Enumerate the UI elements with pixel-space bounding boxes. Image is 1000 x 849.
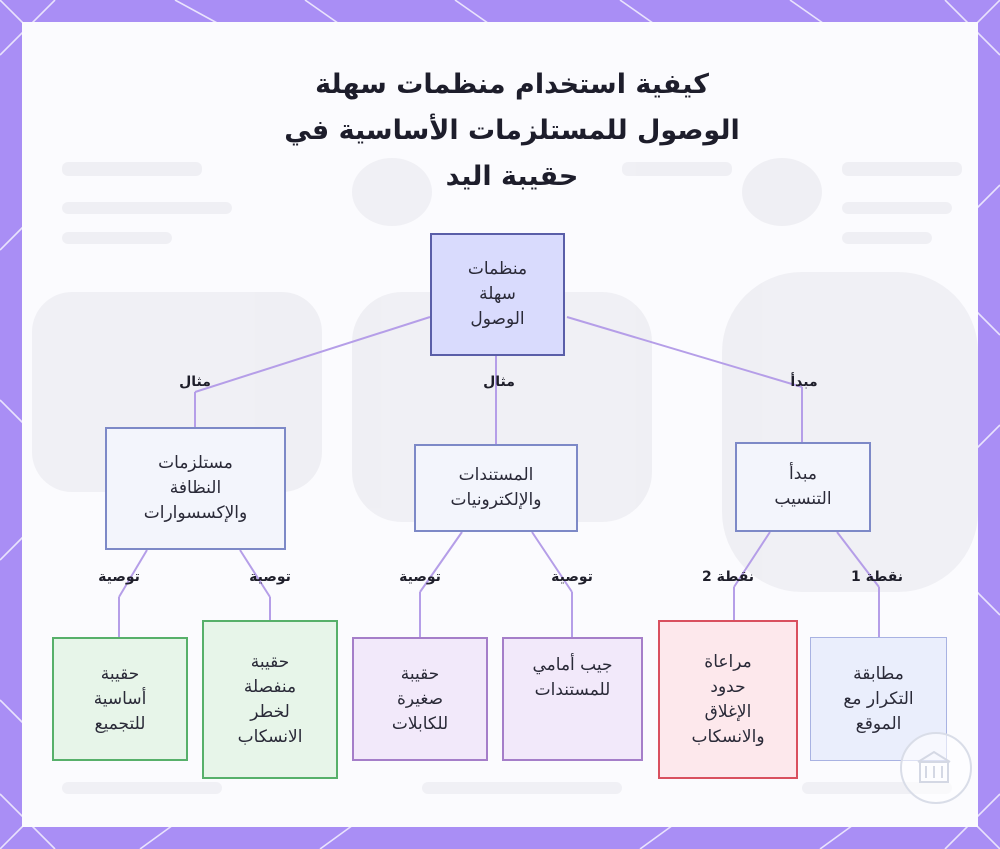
node-spill-bag: حقيبة منفصلة لخطر الانسكاب <box>202 620 338 779</box>
node-documents-electronics: المستندات والإلكترونيات <box>414 444 578 532</box>
diagram-panel: كيفية استخدام منظمات سهلة الوصول للمستلز… <box>22 22 978 827</box>
node-cleaning-accessories: مستلزمات النظافة والإكسسوارات <box>105 427 286 550</box>
edge-root-right <box>567 317 802 387</box>
edge-label-recommendation-1: توصية <box>98 569 140 585</box>
edge-label-recommendation-2: توصية <box>249 569 291 585</box>
corner-badge <box>900 732 972 804</box>
node-front-pocket: جيب أمامي للمستندات <box>502 637 643 761</box>
edge-label-point-1: نقطة 1 <box>851 569 903 585</box>
edge-label-example-middle: مثال <box>483 374 515 390</box>
edge-label-recommendation-3: توصية <box>399 569 441 585</box>
edge-label-point-2: نقطة 2 <box>702 569 754 585</box>
edge-label-recommendation-4: توصية <box>551 569 593 585</box>
edge-root-left <box>195 317 430 392</box>
node-cable-bag: حقيبة صغيرة للكابلات <box>352 637 488 761</box>
node-root: منظمات سهلة الوصول <box>430 233 565 356</box>
node-basic-bag: حقيبة أساسية للتجميع <box>52 637 188 761</box>
edge-label-principle: مبدأ <box>790 374 817 390</box>
edge-label-example-left: مثال <box>179 374 211 390</box>
building-icon <box>902 734 966 798</box>
node-placement-principle: مبدأ التنسيب <box>735 442 871 532</box>
node-closure-limits: مراعاة حدود الإغلاق والانسكاب <box>658 620 798 779</box>
